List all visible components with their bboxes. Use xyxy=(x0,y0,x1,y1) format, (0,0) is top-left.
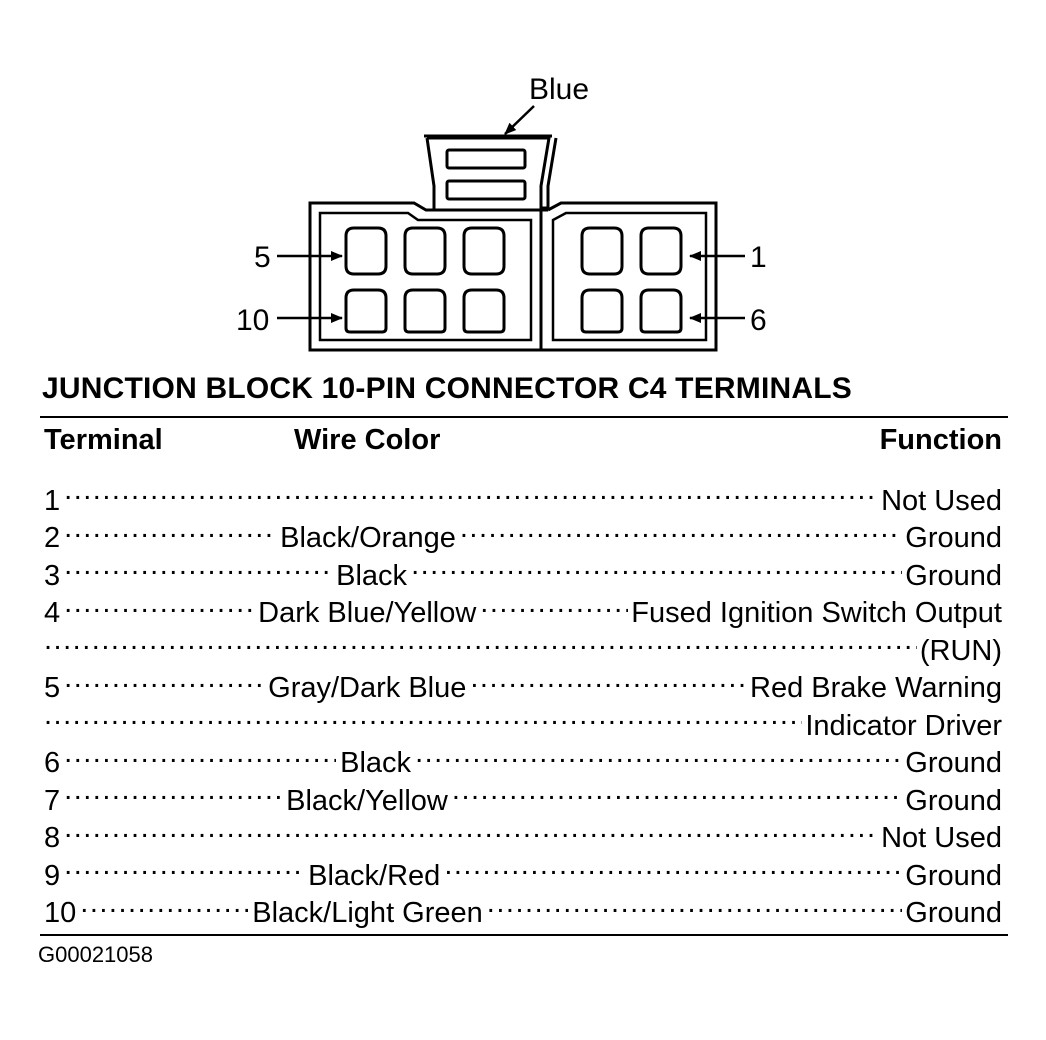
leader-dots xyxy=(64,472,878,510)
leader-dots xyxy=(470,660,747,698)
figure-id: G00021058 xyxy=(38,942,153,967)
table-row: 2Black/OrangeGround xyxy=(44,510,1002,555)
key-arrow xyxy=(504,105,535,135)
right-cavity-block xyxy=(580,226,683,334)
leader-dots xyxy=(487,885,902,923)
table-row: 7Black/YellowGround xyxy=(44,772,1002,817)
leader-dots xyxy=(444,847,902,885)
table-row: 3 Black Ground xyxy=(44,547,1002,592)
leader-dots xyxy=(80,885,248,923)
wire-color: Black/Red xyxy=(308,859,441,892)
leader-dots xyxy=(415,735,902,773)
terminal-number: 1 xyxy=(44,484,61,517)
wire-color: Black xyxy=(340,747,412,779)
terminal-number: 10 xyxy=(44,897,77,929)
leader-dots xyxy=(64,772,282,810)
function-text: Ground xyxy=(905,522,1002,554)
table-row: 6 Black Ground xyxy=(44,735,1002,780)
terminal-number: 2 xyxy=(44,522,61,554)
leader-dots xyxy=(64,547,332,585)
function-text: Ground xyxy=(905,859,1002,892)
terminal-number: 4 xyxy=(44,597,61,629)
divider-bottom xyxy=(40,934,1008,936)
connector-diagram: Blue 5 10 1 6 xyxy=(236,73,767,352)
function-text: Ground xyxy=(905,747,1002,779)
left-cavity-block xyxy=(344,226,506,334)
table-row: 4Dark Blue/YellowFused Ignition Switch O… xyxy=(44,585,1002,630)
leader-dots xyxy=(480,585,628,623)
key-color-label: Blue xyxy=(529,73,589,106)
function-text: (RUN) xyxy=(919,634,1002,667)
terminal-number: 3 xyxy=(44,559,61,592)
table-header: Terminal Wire Color Function xyxy=(44,424,1002,460)
function-text: Ground xyxy=(905,784,1002,817)
table-row: 10 Black/Light Green Ground xyxy=(44,885,1002,930)
terminal-number: 7 xyxy=(44,784,61,817)
leader-dots xyxy=(411,547,902,585)
leader-dots xyxy=(44,697,802,735)
function-text: Ground xyxy=(905,897,1002,929)
terminal-number: 5 xyxy=(44,672,61,704)
terminal-number: 9 xyxy=(44,859,61,892)
leader-dots xyxy=(64,847,304,885)
connector-body xyxy=(308,201,718,352)
header-wire-color: Wire Color xyxy=(294,424,441,456)
leader-dots xyxy=(452,772,902,810)
leader-dots xyxy=(64,810,878,848)
connector-key xyxy=(424,134,558,210)
pin-label-1: 1 xyxy=(750,241,767,274)
leader-dots xyxy=(460,510,902,548)
leader-dots xyxy=(64,585,254,623)
function-text: Ground xyxy=(905,559,1002,592)
table-row: (RUN) xyxy=(44,622,1002,667)
pin-label-5: 5 xyxy=(254,241,271,274)
table-row: 1Not Used xyxy=(44,472,1002,517)
leader-dots xyxy=(44,622,917,660)
divider-top xyxy=(40,416,1008,418)
pin-label-10: 10 xyxy=(236,304,269,337)
leader-dots xyxy=(64,510,276,548)
table-row: 5Gray/Dark BlueRed Brake Warning xyxy=(44,660,1002,705)
header-function: Function xyxy=(879,424,1002,456)
leader-dots xyxy=(64,660,264,698)
terminal-table: 1Not Used2Black/OrangeGround3BlackGround… xyxy=(44,472,1002,930)
terminal-number: 6 xyxy=(44,747,61,779)
table-row: 9 Black/Red Ground xyxy=(44,847,1002,892)
header-terminal: Terminal xyxy=(44,424,163,456)
wire-color: Black xyxy=(336,559,408,592)
page-title: JUNCTION BLOCK 10-PIN CONNECTOR C4 TERMI… xyxy=(42,372,852,405)
pin-label-6: 6 xyxy=(750,304,767,337)
wire-color: Black/Light Green xyxy=(252,897,483,929)
leader-dots xyxy=(64,735,336,773)
table-row: 8Not Used xyxy=(44,810,1002,855)
terminal-number: 8 xyxy=(44,822,61,854)
